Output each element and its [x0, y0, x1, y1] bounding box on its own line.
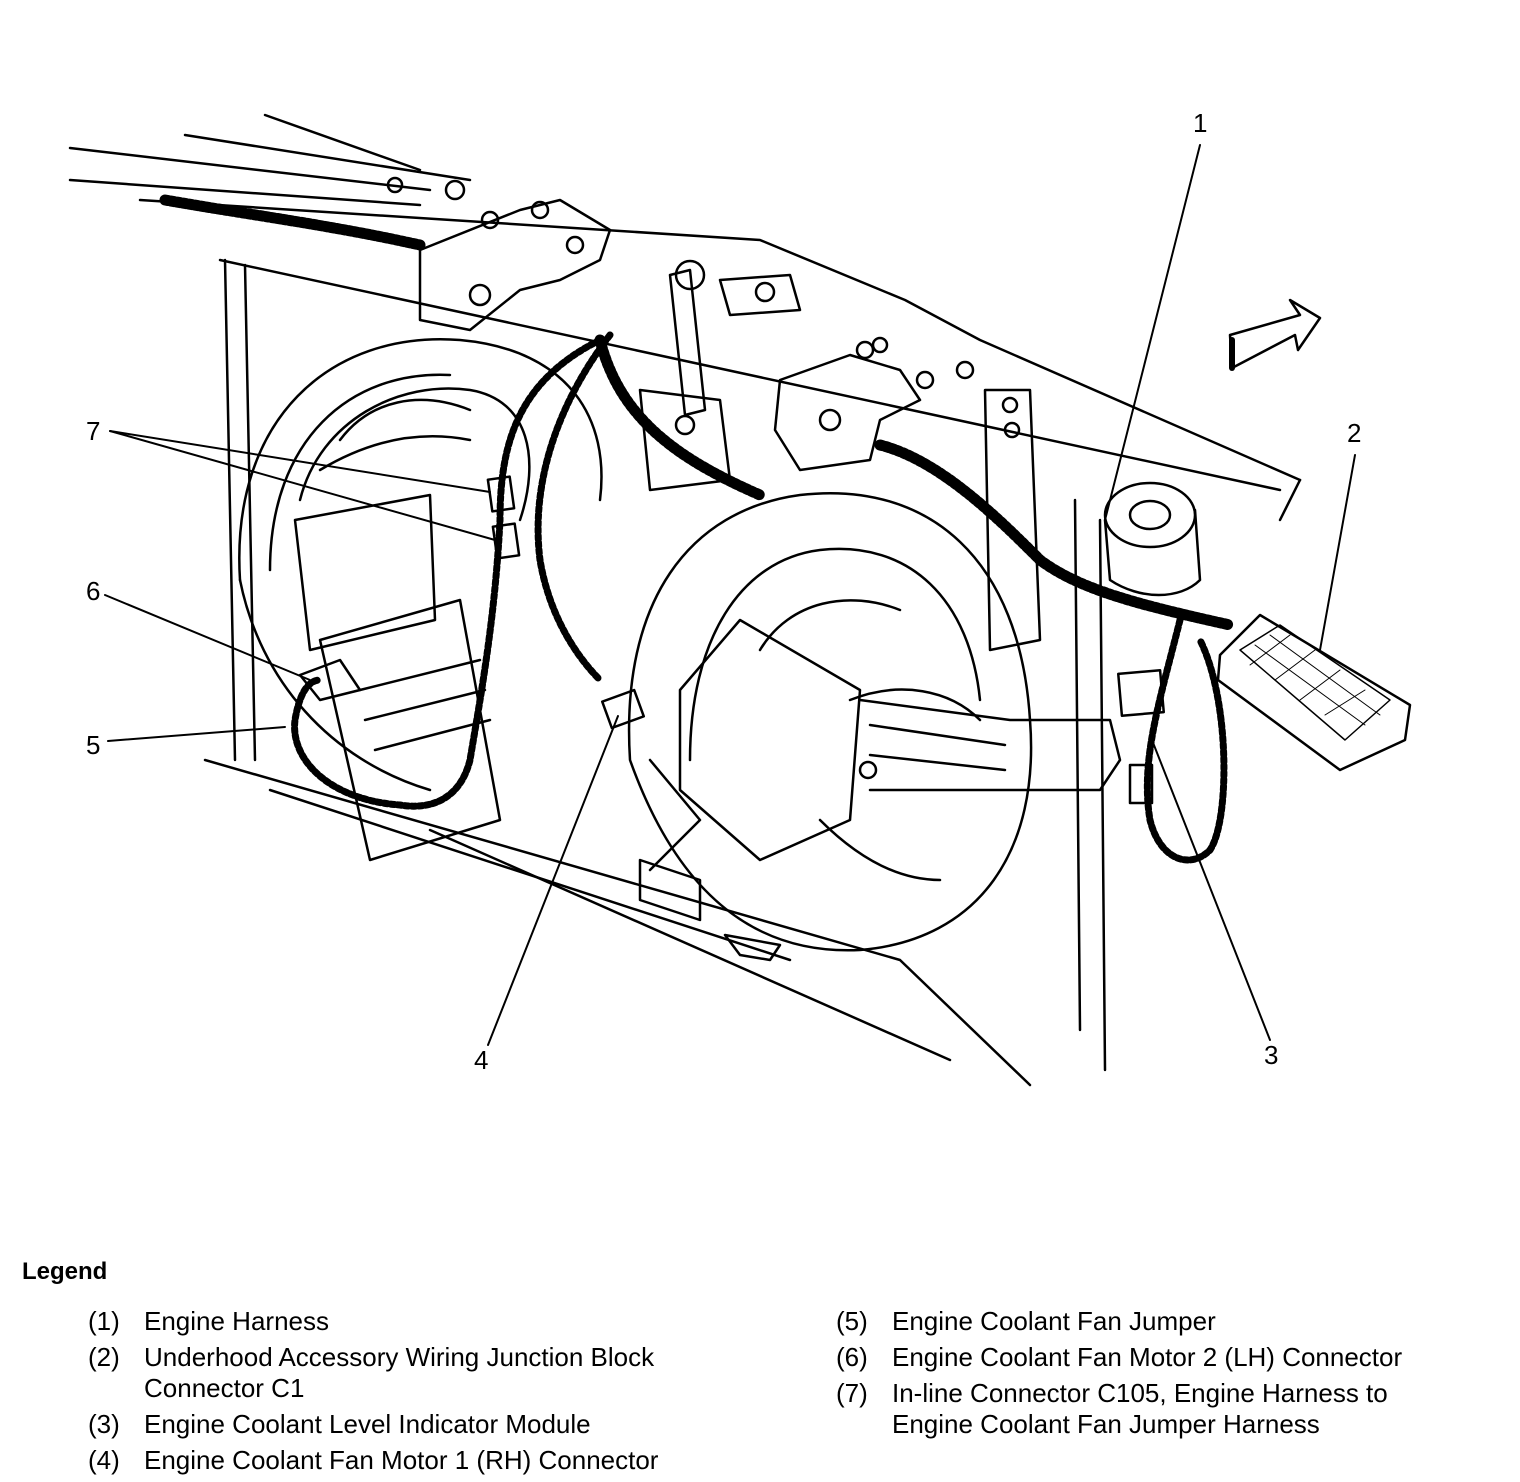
engine-harness [159, 194, 1236, 631]
direction-arrow-icon [1228, 298, 1322, 370]
callout-5: 5 [86, 730, 101, 760]
junction-block-connector [1216, 613, 1412, 772]
legend-item-number: (1) [88, 1306, 120, 1336]
legend-item-text: Engine Coolant Fan Motor 1 (RH) Connecto… [144, 1445, 659, 1475]
legend-column-right: (5) Engine Coolant Fan Jumper (6) Engine… [836, 1306, 1492, 1445]
legend-item-text: Engine Coolant Level Indicator Module [144, 1409, 591, 1439]
center-module [638, 618, 1122, 962]
coolant-level-module [1116, 668, 1166, 805]
legend-item: (2) Underhood Accessory Wiring Junction … [88, 1342, 744, 1404]
callout-4: 4 [474, 1045, 489, 1075]
fan-motor-1-connector [600, 688, 646, 730]
engine-diagram [68, 113, 1412, 1087]
legend-item: (6) Engine Coolant Fan Motor 2 (LH) Conn… [836, 1342, 1492, 1373]
left-module [293, 493, 502, 862]
legend-item: (3) Engine Coolant Level Indicator Modul… [88, 1409, 744, 1440]
legend-item-number: (2) [88, 1342, 120, 1372]
radiator-support [68, 113, 1302, 1087]
callout-7: 7 [86, 416, 101, 446]
right-bracket [983, 388, 1042, 652]
legend-column-left: (1) Engine Harness (2) Underhood Accesso… [88, 1306, 744, 1481]
leader-lines [104, 144, 1356, 1046]
coolant-reservoir [1103, 481, 1202, 597]
right-motor-bracket [773, 336, 975, 472]
legend-item-text: In-line Connector C105, Engine Harness t… [892, 1378, 1388, 1439]
legend-title: Legend [22, 1258, 108, 1285]
legend-item: (5) Engine Coolant Fan Jumper [836, 1306, 1492, 1337]
legend-item-text: Engine Coolant Fan Motor 2 (LH) Connecto… [892, 1342, 1403, 1372]
callout-3: 3 [1264, 1040, 1279, 1070]
legend-item-number: (3) [88, 1409, 120, 1439]
legend-item-number: (7) [836, 1378, 868, 1408]
legend-item-number: (4) [88, 1445, 120, 1475]
right-fan [627, 492, 1033, 952]
inline-connectors-c105 [486, 475, 521, 560]
center-post [638, 259, 802, 492]
legend-item-text: Engine Coolant Fan Jumper [892, 1306, 1216, 1336]
legend-item: (7) In-line Connector C105, Engine Harne… [836, 1378, 1492, 1440]
legend-item-number: (6) [836, 1342, 868, 1372]
legend-item: (1) Engine Harness [88, 1306, 744, 1337]
left-fan [238, 337, 603, 792]
legend-item-text: Underhood Accessory Wiring Junction Bloc… [144, 1342, 655, 1403]
callout-2: 2 [1347, 418, 1362, 448]
legend-item: (4) Engine Coolant Fan Motor 1 (RH) Conn… [88, 1445, 744, 1476]
callout-6: 6 [86, 576, 101, 606]
legend-item-number: (5) [836, 1306, 868, 1336]
callout-1: 1 [1193, 108, 1208, 138]
left-motor-bracket [386, 176, 612, 332]
legend-item-text: Engine Harness [144, 1306, 329, 1336]
fan-jumper-harness [291, 331, 1228, 864]
